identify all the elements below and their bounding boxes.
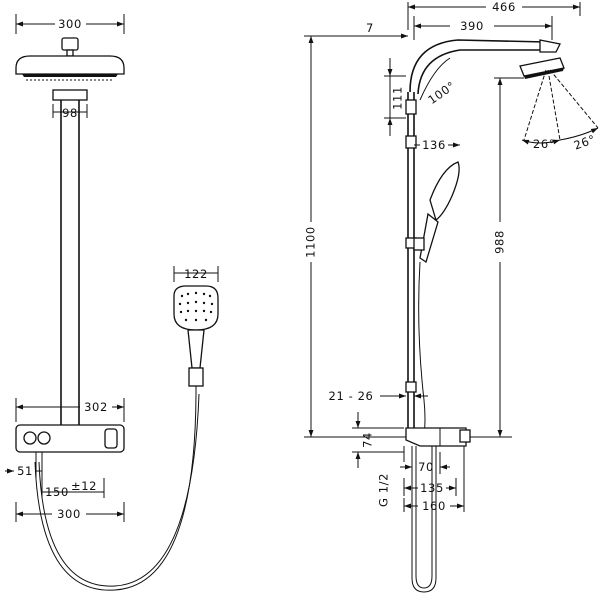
shower-arm-side	[409, 39, 561, 95]
dim-label: 302	[84, 400, 108, 414]
dim-front-bottom-width: 300	[15, 502, 125, 522]
dim-front-head-width: 300	[15, 14, 125, 34]
dim-side-total-reach: 466	[407, 0, 581, 30]
dim-label: 300	[58, 17, 82, 31]
dim-label: 988	[493, 230, 507, 254]
dim-label: 150	[45, 485, 69, 499]
thermostat-front	[15, 424, 125, 462]
dim-label: 26°	[533, 137, 555, 151]
dim-label: 98	[62, 106, 78, 120]
dim-side-74: 74	[352, 412, 404, 468]
dim-front-pipe-width: 98	[52, 104, 88, 120]
dim-side-angle-26: 26° 26°	[521, 127, 599, 153]
dim-side-111: 111	[384, 58, 406, 136]
dim-tolerance: ±12	[71, 479, 97, 493]
dim-front-thermo-width: 302	[15, 398, 125, 422]
dim-label: 122	[184, 267, 208, 281]
dim-label: G 1/2	[377, 473, 391, 507]
hose-loop-side	[411, 446, 437, 593]
dim-side-21-26: 21 - 26	[329, 389, 428, 403]
overhead-shower-side	[519, 57, 599, 141]
dim-label: 111	[391, 86, 405, 110]
dim-side-offset-7: 7	[366, 21, 408, 39]
dim-label: 70	[418, 460, 434, 474]
hand-shower-side	[413, 161, 460, 264]
dim-label: 7	[366, 21, 374, 35]
dim-label: 136	[422, 138, 446, 152]
dim-side-136: 136	[414, 138, 460, 152]
dim-side-160: 160	[403, 446, 465, 513]
dim-side-angle-100: 100°	[419, 57, 458, 107]
dim-label: 160	[422, 499, 446, 513]
dim-label: 26°	[572, 132, 598, 153]
dim-label: 100°	[425, 78, 458, 107]
riser-pipe-front	[52, 89, 88, 425]
dim-front-offset: 51	[5, 462, 42, 478]
dim-front-hand-width: 122	[173, 266, 219, 282]
hand-shower-front	[173, 285, 219, 394]
dim-label: 74	[361, 432, 375, 448]
overhead-shower-front	[15, 37, 125, 81]
dim-side-1100: 1100	[304, 35, 406, 438]
dim-label: 135	[420, 481, 444, 495]
shower-hose-side	[418, 261, 426, 438]
dim-front-center: 150 ±12	[41, 462, 105, 499]
riser-column-side	[405, 92, 417, 437]
dim-side-arm-reach: 390	[413, 16, 553, 40]
dim-label: 390	[460, 19, 484, 33]
front-view: 300 98 122 302 51	[5, 14, 219, 591]
side-view: 466 390 7 1100 111	[304, 0, 599, 593]
dim-side-thread: G 1/2	[377, 446, 405, 507]
dim-label: 21 - 26	[329, 389, 374, 403]
dim-label: 300	[57, 507, 81, 521]
thermostat-side	[405, 427, 471, 447]
dim-side-988: 988	[470, 77, 524, 438]
dim-label: 51	[17, 464, 33, 478]
dim-side-135: 135	[403, 478, 457, 496]
dim-label: 466	[492, 0, 516, 14]
dim-side-70: 70	[400, 452, 450, 474]
dim-label: 1100	[304, 226, 318, 258]
